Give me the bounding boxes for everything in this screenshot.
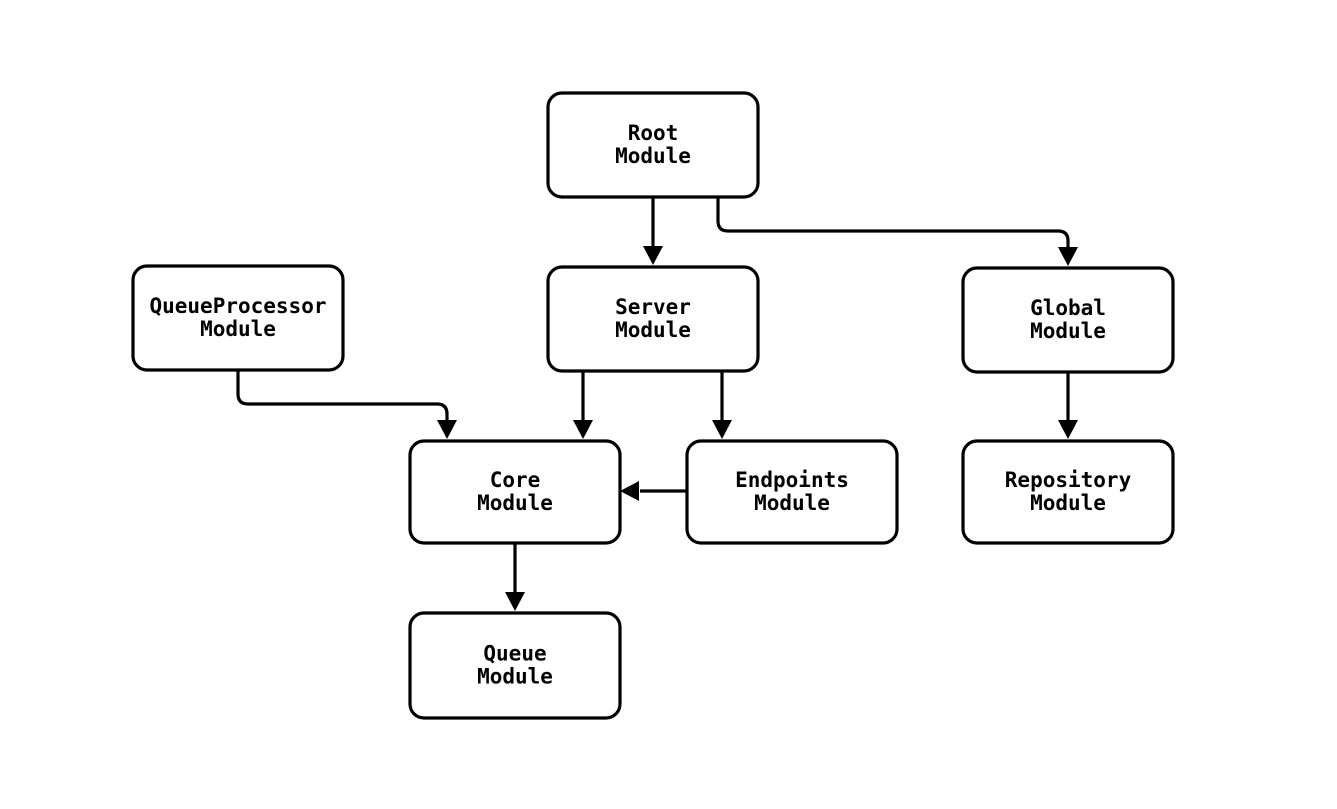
node-box[interactable] [546, 91, 760, 199]
node-box[interactable] [408, 611, 622, 720]
arrowhead-icon [712, 420, 732, 439]
edge-root-to-global [716, 197, 1078, 266]
arrowhead-icon [505, 592, 525, 611]
node-label-line2: Module [615, 318, 691, 342]
edge-root-to-server [643, 197, 663, 265]
node-box[interactable] [408, 439, 622, 545]
arrowhead-icon [1058, 247, 1078, 266]
node-label-line1: Repository [1005, 468, 1132, 492]
arrowhead-icon [437, 420, 457, 439]
node-label-line2: Module [477, 491, 553, 515]
node-box[interactable] [961, 266, 1175, 374]
edge-server-to-endpoints [712, 371, 732, 439]
arrowhead-icon [573, 420, 593, 439]
edge-line [236, 370, 449, 421]
node-label-line1: Server [615, 295, 691, 319]
node-box[interactable] [546, 265, 760, 373]
nodes-layer: RootModuleQueueProcessorModuleServerModu… [131, 91, 1175, 720]
edge-endpoints-to-core [620, 481, 687, 501]
node-box[interactable] [131, 264, 345, 372]
edge-core-to-queue [505, 543, 525, 611]
edge-global-to-repository [1058, 372, 1078, 439]
node-label-line2: Module [477, 665, 553, 689]
node-label-line1: Core [490, 468, 541, 492]
node-label-line2: Module [200, 317, 276, 341]
node-label-line1: QueueProcessor [149, 294, 326, 318]
node-box[interactable] [961, 439, 1175, 545]
node-label-line2: Module [754, 491, 830, 515]
arrowhead-icon [1058, 420, 1078, 439]
node-label-line1: Endpoints [735, 468, 849, 492]
node-label-line1: Global [1030, 296, 1106, 320]
node-label-line2: Module [1030, 491, 1106, 515]
arrowhead-icon [643, 246, 663, 265]
node-label-line2: Module [615, 144, 691, 168]
node-label-line2: Module [1030, 319, 1106, 343]
node-label-line1: Root [628, 121, 679, 145]
arrowhead-icon [620, 481, 639, 501]
node-box[interactable] [685, 439, 899, 545]
edge-queueprocessor-to-core [236, 370, 457, 439]
edge-server-to-core [573, 371, 593, 439]
edges-layer [236, 197, 1078, 611]
edge-line [716, 197, 1070, 248]
node-label-line1: Queue [483, 642, 546, 666]
